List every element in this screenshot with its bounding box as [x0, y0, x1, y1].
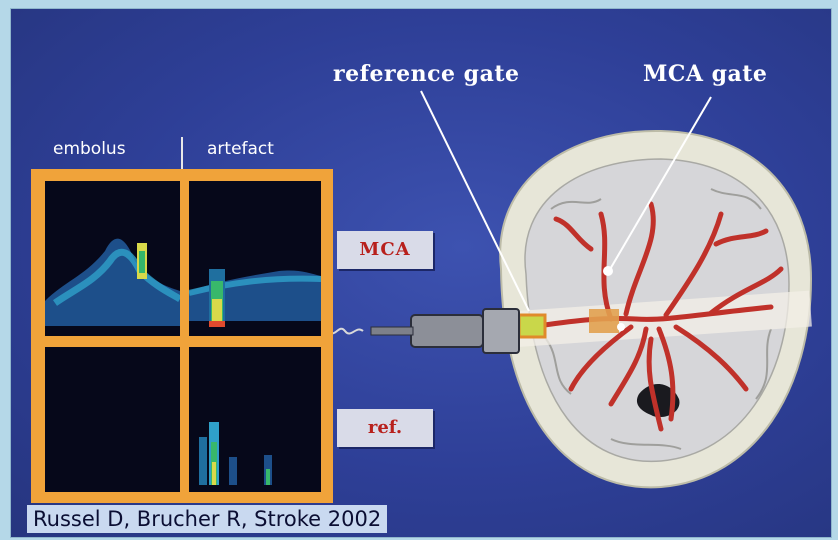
artefact-mca-spectrum [189, 181, 321, 336]
mca-gate-label: MCA gate [643, 61, 767, 87]
artefact-label: artefact [207, 139, 274, 159]
embolus-mca-spectrum [45, 181, 180, 336]
citation: Russel D, Brucher R, Stroke 2002 [27, 505, 387, 533]
mca-gate-marker [589, 309, 619, 333]
embolus-ref-spectrum [45, 347, 180, 492]
reference-gate-marker [519, 315, 545, 337]
ref-tag: ref. [337, 409, 433, 447]
slide: reference gate MCA gate embolus artefact [10, 8, 832, 538]
embolus-label: embolus [53, 139, 126, 159]
mca-tag: MCA [337, 231, 433, 269]
artefact-ref-spectrum [189, 347, 321, 492]
doppler-spectra-frame [31, 169, 333, 503]
reference-gate-label: reference gate [333, 61, 519, 87]
ultrasound-probe-icon [329, 309, 519, 353]
